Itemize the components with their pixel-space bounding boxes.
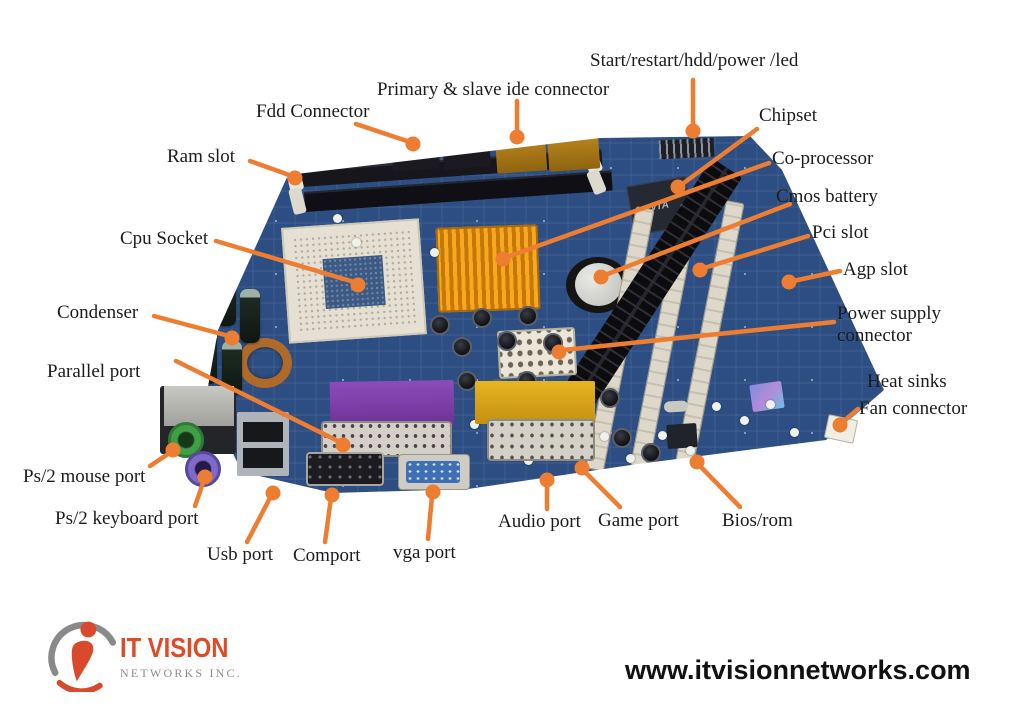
capacitor-graphic bbox=[452, 337, 472, 357]
label-fan-connector: Fan connector bbox=[859, 398, 968, 419]
solder-dot bbox=[600, 432, 609, 441]
solder-dot bbox=[626, 454, 635, 463]
usb-socket bbox=[243, 448, 283, 468]
logo-person-body bbox=[71, 640, 94, 682]
label-primary-slave-ide: Primary & slave ide connector bbox=[377, 79, 610, 100]
label-pci-slot: Pci slot bbox=[812, 222, 869, 243]
label-ram-slot: Ram slot bbox=[167, 146, 236, 167]
label-vga-port: vga port bbox=[393, 542, 456, 563]
label-parallel-port: Parallel port bbox=[47, 361, 141, 382]
label-comport: Comport bbox=[293, 545, 361, 566]
capacitor-graphic bbox=[497, 331, 517, 351]
logo-swoosh-gray bbox=[48, 621, 117, 676]
brand-subtitle: NETWORKS INC. bbox=[120, 666, 242, 680]
capacitor-graphic bbox=[472, 308, 492, 328]
solder-dot bbox=[790, 428, 799, 437]
solder-dot bbox=[712, 402, 721, 411]
label-ps2-mouse-port: Ps/2 mouse port bbox=[23, 466, 146, 487]
label-start-restart-led: Start/restart/hdd/power /led bbox=[590, 50, 799, 71]
solder-dot bbox=[740, 416, 749, 425]
solder-dot bbox=[658, 431, 667, 440]
capacitor-graphic bbox=[641, 443, 661, 463]
it-vision-logo bbox=[48, 616, 120, 695]
solder-dot bbox=[470, 420, 479, 429]
label-cmos-battery: Cmos battery bbox=[776, 186, 878, 207]
solder-dot bbox=[430, 248, 439, 257]
game-header-graphic bbox=[475, 381, 595, 424]
label-agp-slot: Agp slot bbox=[843, 259, 908, 280]
brand-name: IT VISION bbox=[120, 632, 229, 663]
label-power-supply-connector: Power supply connector bbox=[837, 303, 941, 347]
label-usb-port: Usb port bbox=[207, 544, 273, 565]
logo-person-head bbox=[80, 621, 97, 638]
website-url: www.itvisionnetworks.com bbox=[625, 655, 971, 685]
label-ps2-keyboard-port: Ps/2 keyboard port bbox=[55, 508, 199, 529]
vga-port-graphic bbox=[398, 454, 470, 490]
game-db15-graphic bbox=[487, 419, 595, 461]
capacitor-graphic bbox=[430, 315, 450, 335]
capacitor-graphic bbox=[600, 388, 620, 408]
label-heat-sinks: Heat sinks bbox=[867, 371, 947, 392]
label-chipset: Chipset bbox=[759, 105, 818, 126]
label-game-port: Game port bbox=[598, 510, 679, 531]
solder-dot bbox=[686, 446, 695, 455]
capacitor-graphic bbox=[518, 306, 538, 326]
label-condenser: Condenser bbox=[57, 302, 139, 323]
label-bios-rom: Bios/rom bbox=[722, 510, 793, 531]
capacitor-graphic bbox=[612, 428, 632, 448]
capacitor-graphic bbox=[240, 289, 260, 343]
vga-socket bbox=[406, 461, 460, 483]
com-port-graphic bbox=[306, 452, 384, 486]
logo-mark bbox=[48, 621, 117, 695]
label-cpu-socket: Cpu Socket bbox=[120, 228, 209, 249]
label-fdd-connector: Fdd Connector bbox=[256, 101, 370, 122]
solder-dot bbox=[333, 214, 342, 223]
label-co-processor: Co-processor bbox=[772, 148, 874, 169]
solder-dot bbox=[766, 400, 775, 409]
logo-swoosh-red bbox=[56, 679, 103, 695]
brand-text: IT VISION NETWORKS INC. bbox=[120, 632, 248, 681]
solder-dot bbox=[352, 238, 361, 247]
label-audio-port: Audio port bbox=[498, 511, 581, 532]
